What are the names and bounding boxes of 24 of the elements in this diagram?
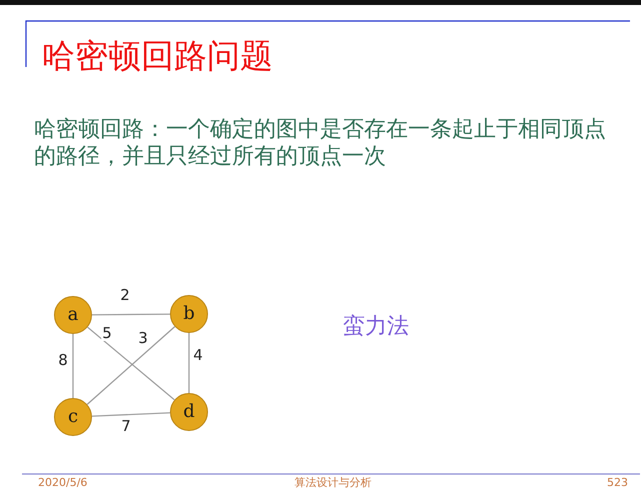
edge-label: 2 xyxy=(119,287,131,303)
footer-course-title: 算法设计与分析 xyxy=(294,476,372,490)
vertex-circle xyxy=(54,398,92,436)
graph-edge xyxy=(92,412,170,417)
vertex-label: b xyxy=(183,304,195,324)
definition-text: 哈密顿回路：一个确定的图中是否存在一条起止于相同顶点的路径，并且只经过所有的顶点一次 xyxy=(34,116,607,170)
edge-label: 7 xyxy=(120,418,132,434)
footer-date: 2020/5/6 xyxy=(38,476,88,490)
vertex-label: c xyxy=(68,407,78,427)
edge-label: 8 xyxy=(57,352,69,368)
vertex-circle xyxy=(54,296,92,334)
edge-label: 5 xyxy=(101,325,113,341)
vertex-label: a xyxy=(68,305,78,325)
edge-label: 4 xyxy=(192,347,204,363)
graph-edge xyxy=(92,314,170,316)
vertex-circle xyxy=(170,295,208,333)
edge-label: 3 xyxy=(137,330,149,346)
vertex-circle xyxy=(170,393,208,431)
slide-title: 哈密顿回路问题 xyxy=(42,37,273,75)
method-text: 蛮力法 xyxy=(343,314,409,340)
graph-edge xyxy=(188,333,190,393)
page-number: 523 xyxy=(607,476,628,490)
vertex-label: d xyxy=(183,402,195,422)
graph-edge xyxy=(72,334,74,398)
